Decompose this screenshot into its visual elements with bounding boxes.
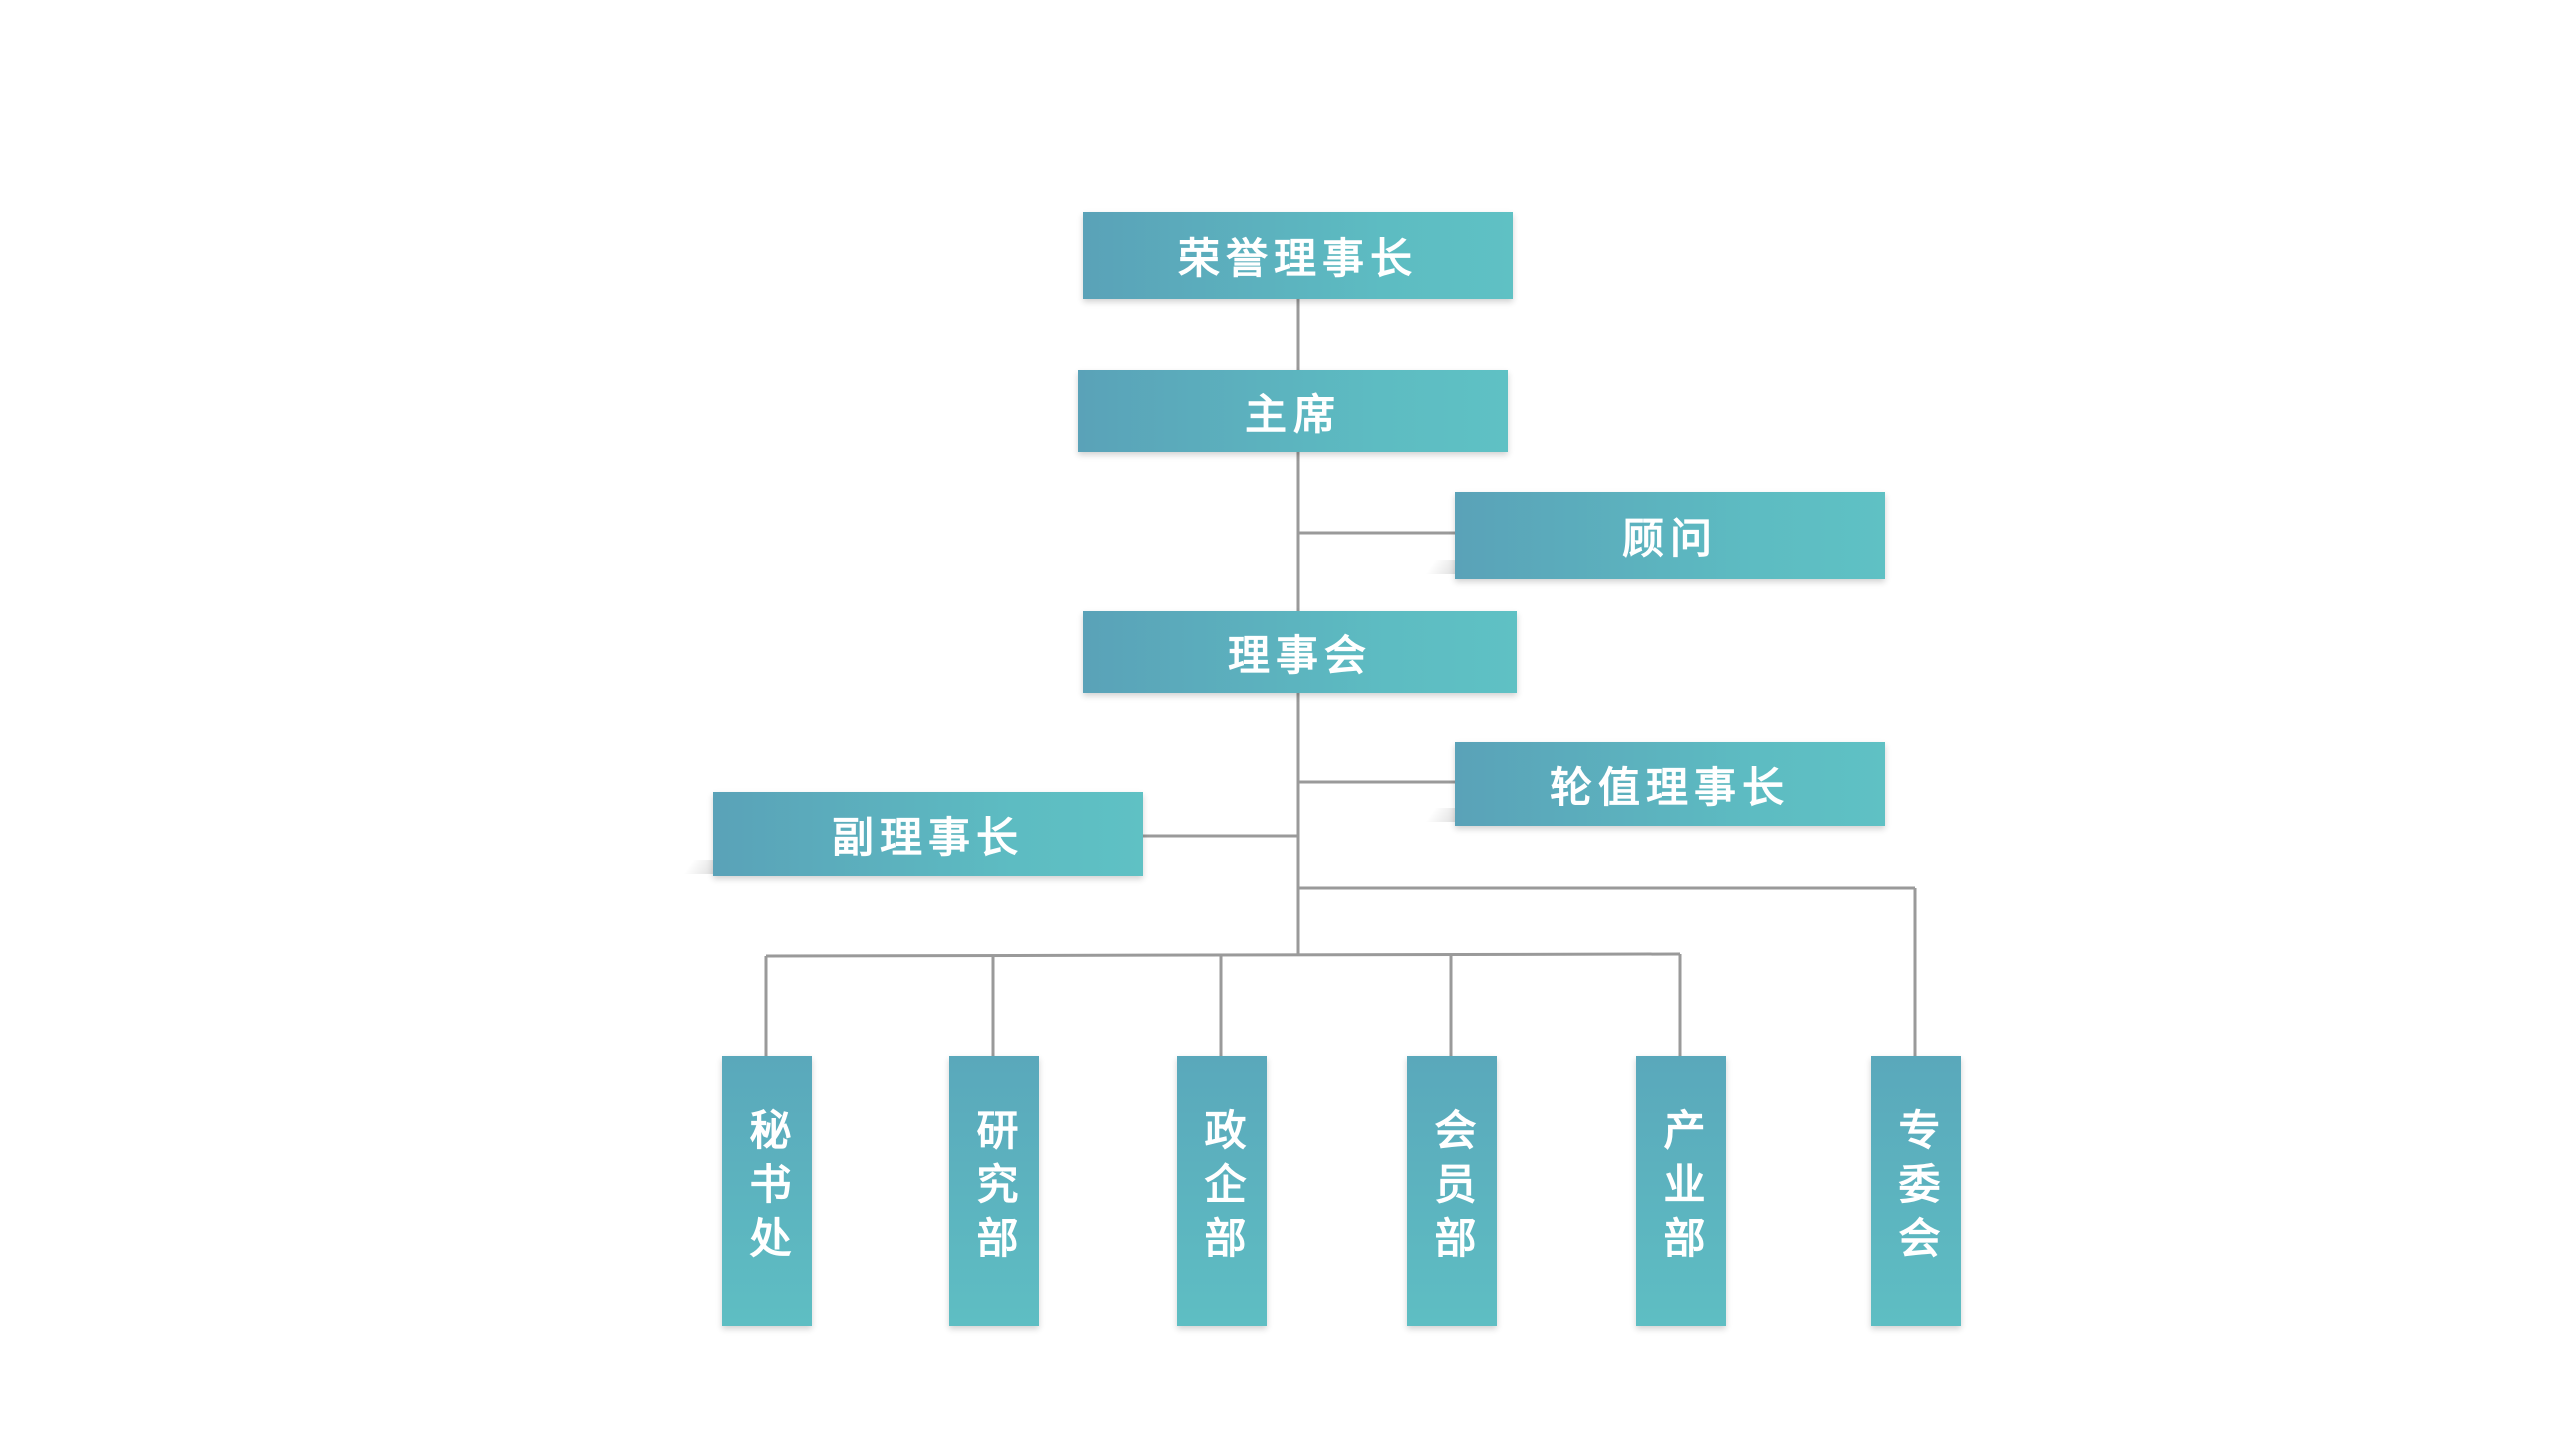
department-label: 研究部 xyxy=(970,1108,1019,1270)
council-box: 理事会 xyxy=(1083,611,1517,693)
department-bar xyxy=(765,952,1681,958)
department-box: 专委会 xyxy=(1871,1056,1961,1326)
department-box: 产业部 xyxy=(1636,1056,1726,1326)
department-label: 专委会 xyxy=(1892,1108,1941,1270)
advisor-box: 顾问 xyxy=(1455,492,1885,579)
rotating-chairman-box: 轮值理事长 xyxy=(1455,742,1885,826)
department-label: 秘书处 xyxy=(743,1108,792,1270)
council-label: 理事会 xyxy=(1227,630,1372,680)
department-box: 政企部 xyxy=(1177,1056,1267,1326)
department-box: 研究部 xyxy=(949,1056,1039,1326)
department-box: 会员部 xyxy=(1407,1056,1497,1326)
chairman-label: 主席 xyxy=(1244,389,1341,439)
honorary-chairman-box: 荣誉理事长 xyxy=(1083,212,1513,299)
vice-chairman-box: 副理事长 xyxy=(713,792,1143,876)
department-box: 秘书处 xyxy=(722,1056,812,1326)
advisor-label: 顾问 xyxy=(1621,514,1718,563)
honorary-chairman-label: 荣誉理事长 xyxy=(1177,234,1418,283)
chairman-box: 主席 xyxy=(1078,370,1508,452)
rotating-chairman-label: 轮值理事长 xyxy=(1549,762,1790,812)
vice-chairman-label: 副理事长 xyxy=(831,812,1024,862)
department-label: 会员部 xyxy=(1428,1108,1477,1270)
department-label: 政企部 xyxy=(1198,1108,1247,1270)
department-label: 产业部 xyxy=(1657,1108,1706,1270)
